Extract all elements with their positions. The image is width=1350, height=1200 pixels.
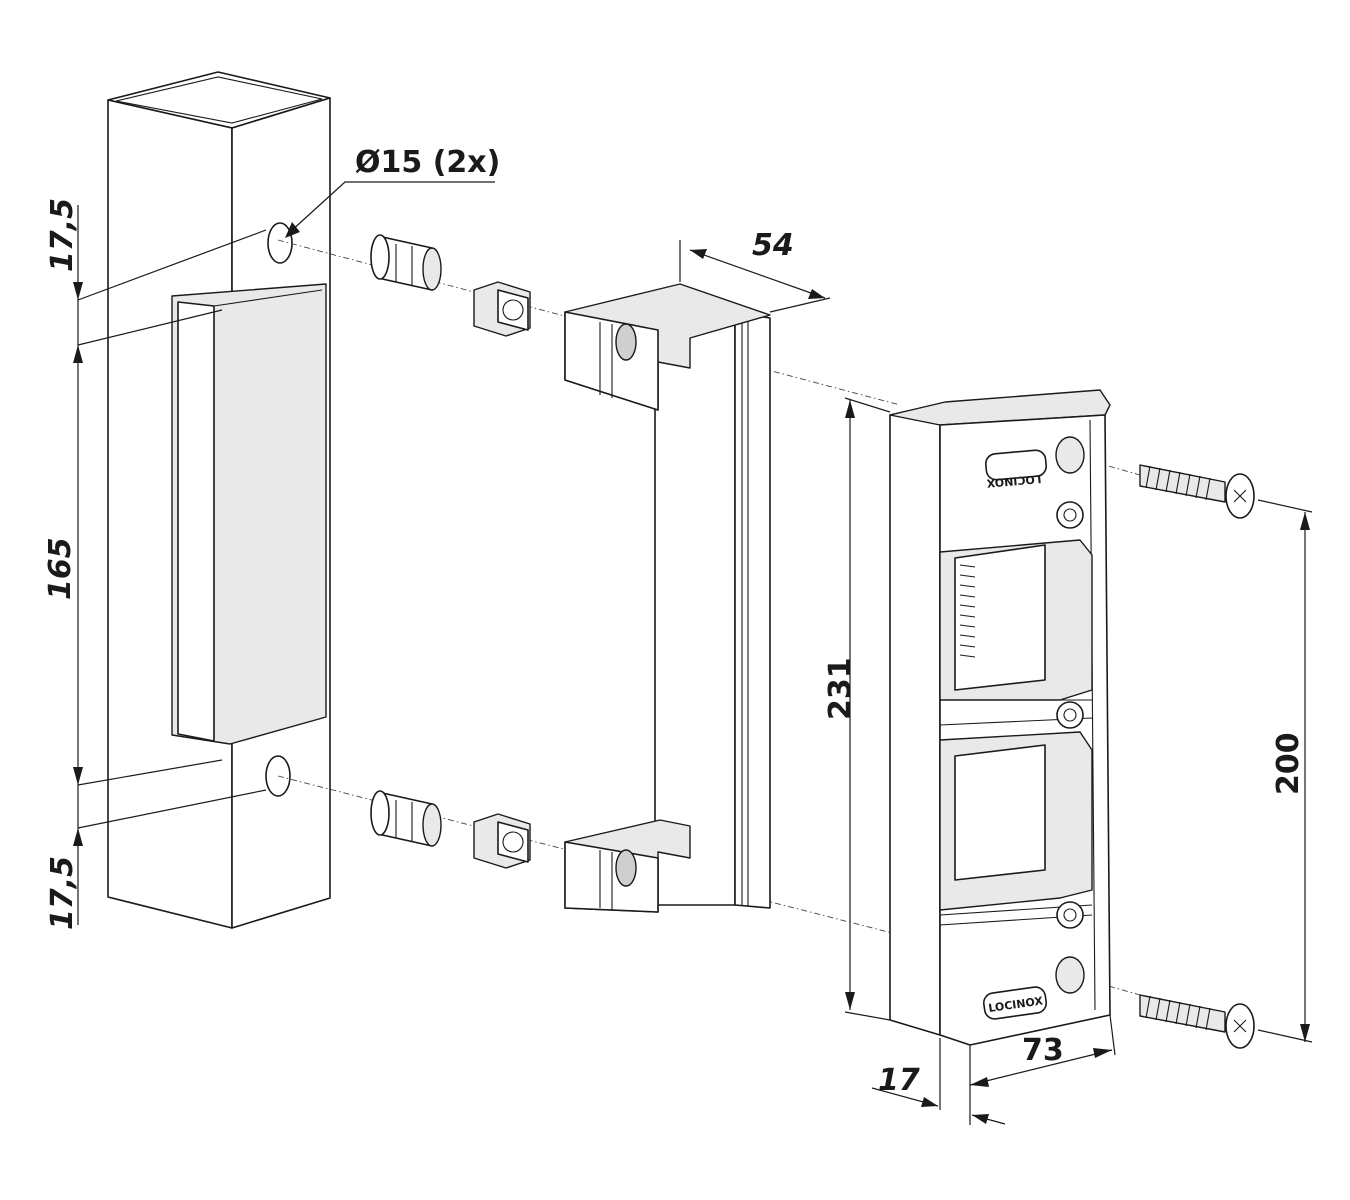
strike-keeper: LOCINOX LOCINOX	[889, 389, 1111, 1046]
face-screw-bottom	[1056, 901, 1084, 929]
flange-depth-label: 17	[878, 1063, 920, 1098]
hole-diameter-label: Ø15 (2x)	[355, 145, 500, 180]
logo-badge-top: LOCINOX	[985, 449, 1047, 490]
hole-diameter-callout: Ø15 (2x)	[285, 145, 500, 238]
left-dimensions: 17,5 165 17,5	[43, 198, 267, 930]
face-screw-top	[1056, 501, 1084, 529]
bottom-offset-label: 17,5	[45, 856, 80, 930]
keeper-height-label: 231	[823, 657, 858, 720]
post-hole-top	[267, 222, 293, 264]
flange-depth-dimension: 17	[871, 1038, 1006, 1125]
hole-spacing-label: 165	[43, 537, 78, 600]
face-width-label: 73	[1022, 1033, 1064, 1068]
bottom-nut	[473, 813, 531, 869]
mounting-bracket	[564, 283, 771, 913]
face-width-dimension: 73	[969, 1014, 1116, 1125]
logo-badge-bottom: LOCINOX	[982, 986, 1048, 1020]
mount-hole-top	[1055, 436, 1085, 474]
top-nut	[473, 281, 531, 337]
screw-top	[1139, 464, 1255, 519]
screw-spacing-label: 200	[1271, 732, 1306, 795]
screw-bottom	[1139, 994, 1255, 1049]
mount-hole-bottom	[1055, 956, 1085, 994]
bracket-depth-dimension: 54	[679, 228, 831, 313]
screw-spacing-dimension: 200	[1257, 499, 1313, 1043]
logo-text-top: LOCINOX	[986, 472, 1042, 490]
bottom-bushing	[370, 790, 442, 847]
keeper-height-dimension: 231	[823, 397, 891, 1021]
face-screw-middle	[1056, 701, 1084, 729]
bracket-depth-label: 54	[752, 228, 794, 263]
gate-post	[107, 71, 331, 929]
top-offset-label: 17,5	[45, 198, 80, 272]
top-bushing	[370, 234, 442, 291]
